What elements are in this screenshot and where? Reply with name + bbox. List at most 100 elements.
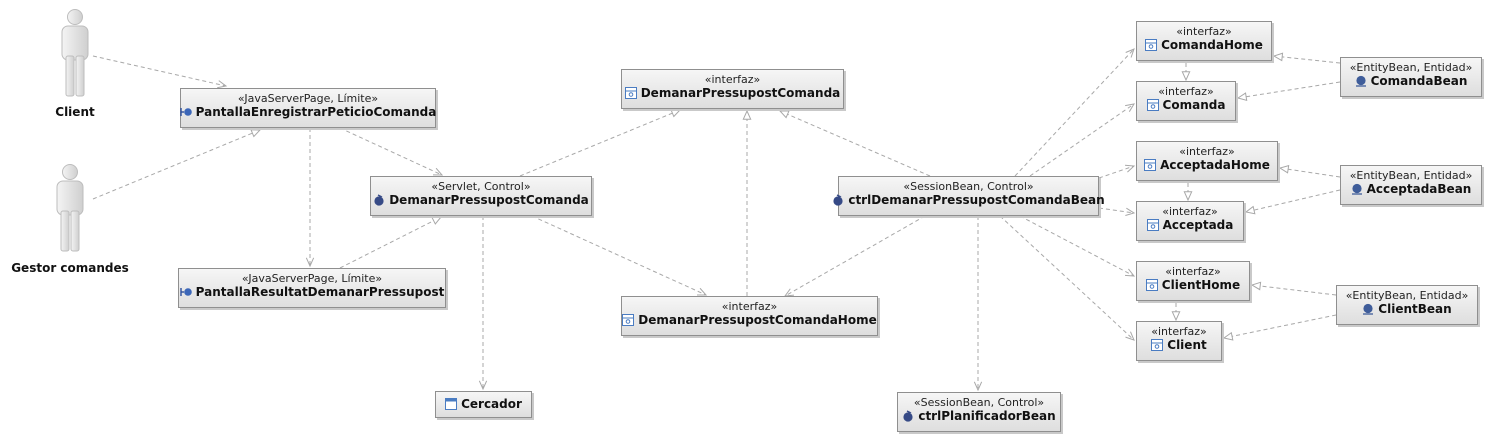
interface-icon — [1145, 279, 1158, 291]
stereotype-label: «interfaz» — [704, 73, 761, 86]
node-name: ComandaHome — [1161, 38, 1263, 52]
actor-client[interactable]: Client — [40, 8, 110, 119]
node-name: PantallaResultatDemanarPressupost — [195, 285, 445, 299]
edge-ctrl-to-clientif — [999, 215, 1135, 341]
node-client-interface[interactable]: «interfaz» Client — [1136, 321, 1222, 361]
node-name: ComandaBean — [1370, 74, 1468, 88]
boundary-icon — [179, 286, 192, 298]
node-name: AcceptadaBean — [1366, 182, 1472, 196]
edge-acceptadahome-to-acceptada — [1183, 183, 1193, 202]
edge-ctrl-to-home — [783, 215, 926, 297]
stereotype-label: «SessionBean, Control» — [903, 180, 1034, 193]
entity-icon — [1362, 303, 1374, 315]
node-if-demanar[interactable]: «interfaz» DemanarPressupostComanda — [621, 69, 844, 109]
node-name: ClientBean — [1378, 302, 1452, 316]
node-acceptada[interactable]: «interfaz» Acceptada — [1136, 201, 1244, 241]
stereotype-label: «interfaz» — [721, 300, 778, 313]
edge-pantalla-to-resultat — [305, 128, 315, 268]
stereotype-label: «interfaz» — [1179, 145, 1235, 158]
stereotype-label: «SessionBean, Control» — [913, 396, 1045, 409]
node-name: Client — [1167, 338, 1207, 352]
node-cercador[interactable]: Cercador — [435, 391, 532, 418]
edge-comandabean-to-comanda — [1236, 81, 1341, 102]
edge-client-to-pantalla — [92, 55, 228, 89]
edge-home-to-interface — [742, 109, 752, 296]
stereotype-label: «interfaz» — [1151, 325, 1207, 338]
node-servlet-demanar[interactable]: «Servlet, Control» DemanarPressupostComa… — [370, 176, 592, 216]
node-comanda[interactable]: «interfaz» Comanda — [1136, 81, 1236, 121]
edge-ctrl-to-acceptada — [1098, 207, 1136, 216]
stereotype-label: «interfaz» — [1176, 25, 1232, 38]
stereotype-label: «interfaz» — [1162, 205, 1218, 218]
interface-icon — [1146, 99, 1159, 111]
node-comanda-home[interactable]: «interfaz» ComandaHome — [1136, 21, 1272, 61]
stereotype-label: «interfaz» — [1158, 85, 1214, 98]
stereotype-label: «interfaz» — [1165, 265, 1221, 278]
boundary-icon — [179, 106, 192, 118]
node-comanda-bean[interactable]: «EntityBean, Entidad» ComandaBean — [1340, 57, 1482, 97]
edge-resultat-to-servlet — [339, 216, 443, 269]
node-name: Acceptada — [1162, 218, 1234, 232]
edge-servlet-to-home — [531, 215, 708, 296]
node-name: AcceptadaHome — [1160, 158, 1270, 172]
node-ctrl-planificador[interactable]: «SessionBean, Control» ctrlPlanificadorB… — [897, 392, 1061, 432]
interface-icon — [1146, 219, 1159, 231]
node-name: ctrlDemanarPressupostComandaBean — [848, 193, 1105, 207]
edge-clientbean-to-clienthome — [1250, 281, 1337, 296]
entity-icon — [1351, 183, 1363, 195]
edge-clientbean-to-client — [1222, 314, 1337, 341]
edge-ctrl-to-acceptadahome — [1098, 164, 1136, 179]
interface-icon — [1144, 159, 1157, 171]
stereotype-label: «EntityBean, Entidad» — [1345, 289, 1469, 302]
control-icon — [902, 410, 914, 422]
edge-clienthome-to-client — [1171, 303, 1181, 322]
actor-client-icon — [61, 9, 89, 97]
node-name: DemanarPressupostComanda — [389, 193, 589, 207]
interface-icon — [1151, 339, 1164, 351]
edge-ctrl-to-comanda — [1029, 103, 1136, 177]
interface-icon — [622, 314, 635, 326]
edge-acceptadabean-to-acceptada — [1244, 189, 1341, 215]
edge-ctrl-to-clienthome — [1019, 215, 1136, 277]
edge-servlet-to-cercador — [478, 216, 488, 391]
node-client-home[interactable]: «interfaz» ClientHome — [1136, 261, 1250, 301]
entity-icon — [1355, 75, 1367, 87]
class-icon — [445, 398, 458, 410]
edge-comandahome-to-comanda — [1181, 63, 1191, 82]
node-if-demanar-home[interactable]: «interfaz» DemanarPressupostComandaHome — [621, 296, 878, 336]
actor-gestor-label: Gestor comandes — [11, 261, 129, 275]
actor-client-label: Client — [55, 105, 95, 119]
node-name: PantallaEnregistrarPeticioComanda — [195, 105, 437, 119]
stereotype-label: «EntityBean, Entidad» — [1349, 169, 1473, 182]
actor-gestor-icon — [56, 164, 84, 252]
stereotype-label: «EntityBean, Entidad» — [1349, 61, 1473, 74]
stereotype-label: «JavaServerPage, Límite» — [241, 272, 383, 285]
node-pantalla-enregistrar[interactable]: «JavaServerPage, Límite» PantallaEnregis… — [179, 88, 437, 128]
node-name: ctrlPlanificadorBean — [918, 409, 1056, 423]
node-name: Comanda — [1162, 98, 1226, 112]
edge-servlet-to-interface — [519, 109, 682, 177]
interface-icon — [1145, 39, 1158, 51]
node-name: DemanarPressupostComanda — [640, 86, 841, 100]
control-icon — [832, 194, 844, 206]
control-icon — [373, 194, 385, 206]
node-pantalla-resultat[interactable]: «JavaServerPage, Límite» PantallaResulta… — [178, 268, 446, 308]
node-acceptada-bean[interactable]: «EntityBean, Entidad» AcceptadaBean — [1340, 165, 1482, 205]
stereotype-label: «JavaServerPage, Límite» — [237, 92, 379, 105]
edge-comandabean-to-comandahome — [1272, 52, 1341, 64]
node-ctrl-demanar-bean[interactable]: «SessionBean, Control» ctrlDemanarPressu… — [833, 176, 1105, 216]
edge-acceptadabean-to-acceptadahome — [1278, 164, 1341, 178]
node-name: ClientHome — [1161, 278, 1241, 292]
node-client-bean[interactable]: «EntityBean, Entidad» ClientBean — [1336, 285, 1478, 325]
interface-icon — [624, 87, 637, 99]
actor-gestor-comandes[interactable]: Gestor comandes — [10, 163, 130, 275]
edge-pantalla-to-servlet — [339, 127, 444, 176]
edge-ctrl-to-planificador — [973, 216, 983, 392]
node-name: Cercador — [461, 397, 522, 411]
stereotype-label: «Servlet, Control» — [431, 180, 531, 193]
node-name: DemanarPressupostComandaHome — [638, 313, 877, 327]
edge-ctrl-to-comandahome — [1014, 48, 1135, 177]
edge-ctrl-to-interface — [778, 110, 931, 177]
node-acceptada-home[interactable]: «interfaz» AcceptadaHome — [1136, 141, 1278, 181]
